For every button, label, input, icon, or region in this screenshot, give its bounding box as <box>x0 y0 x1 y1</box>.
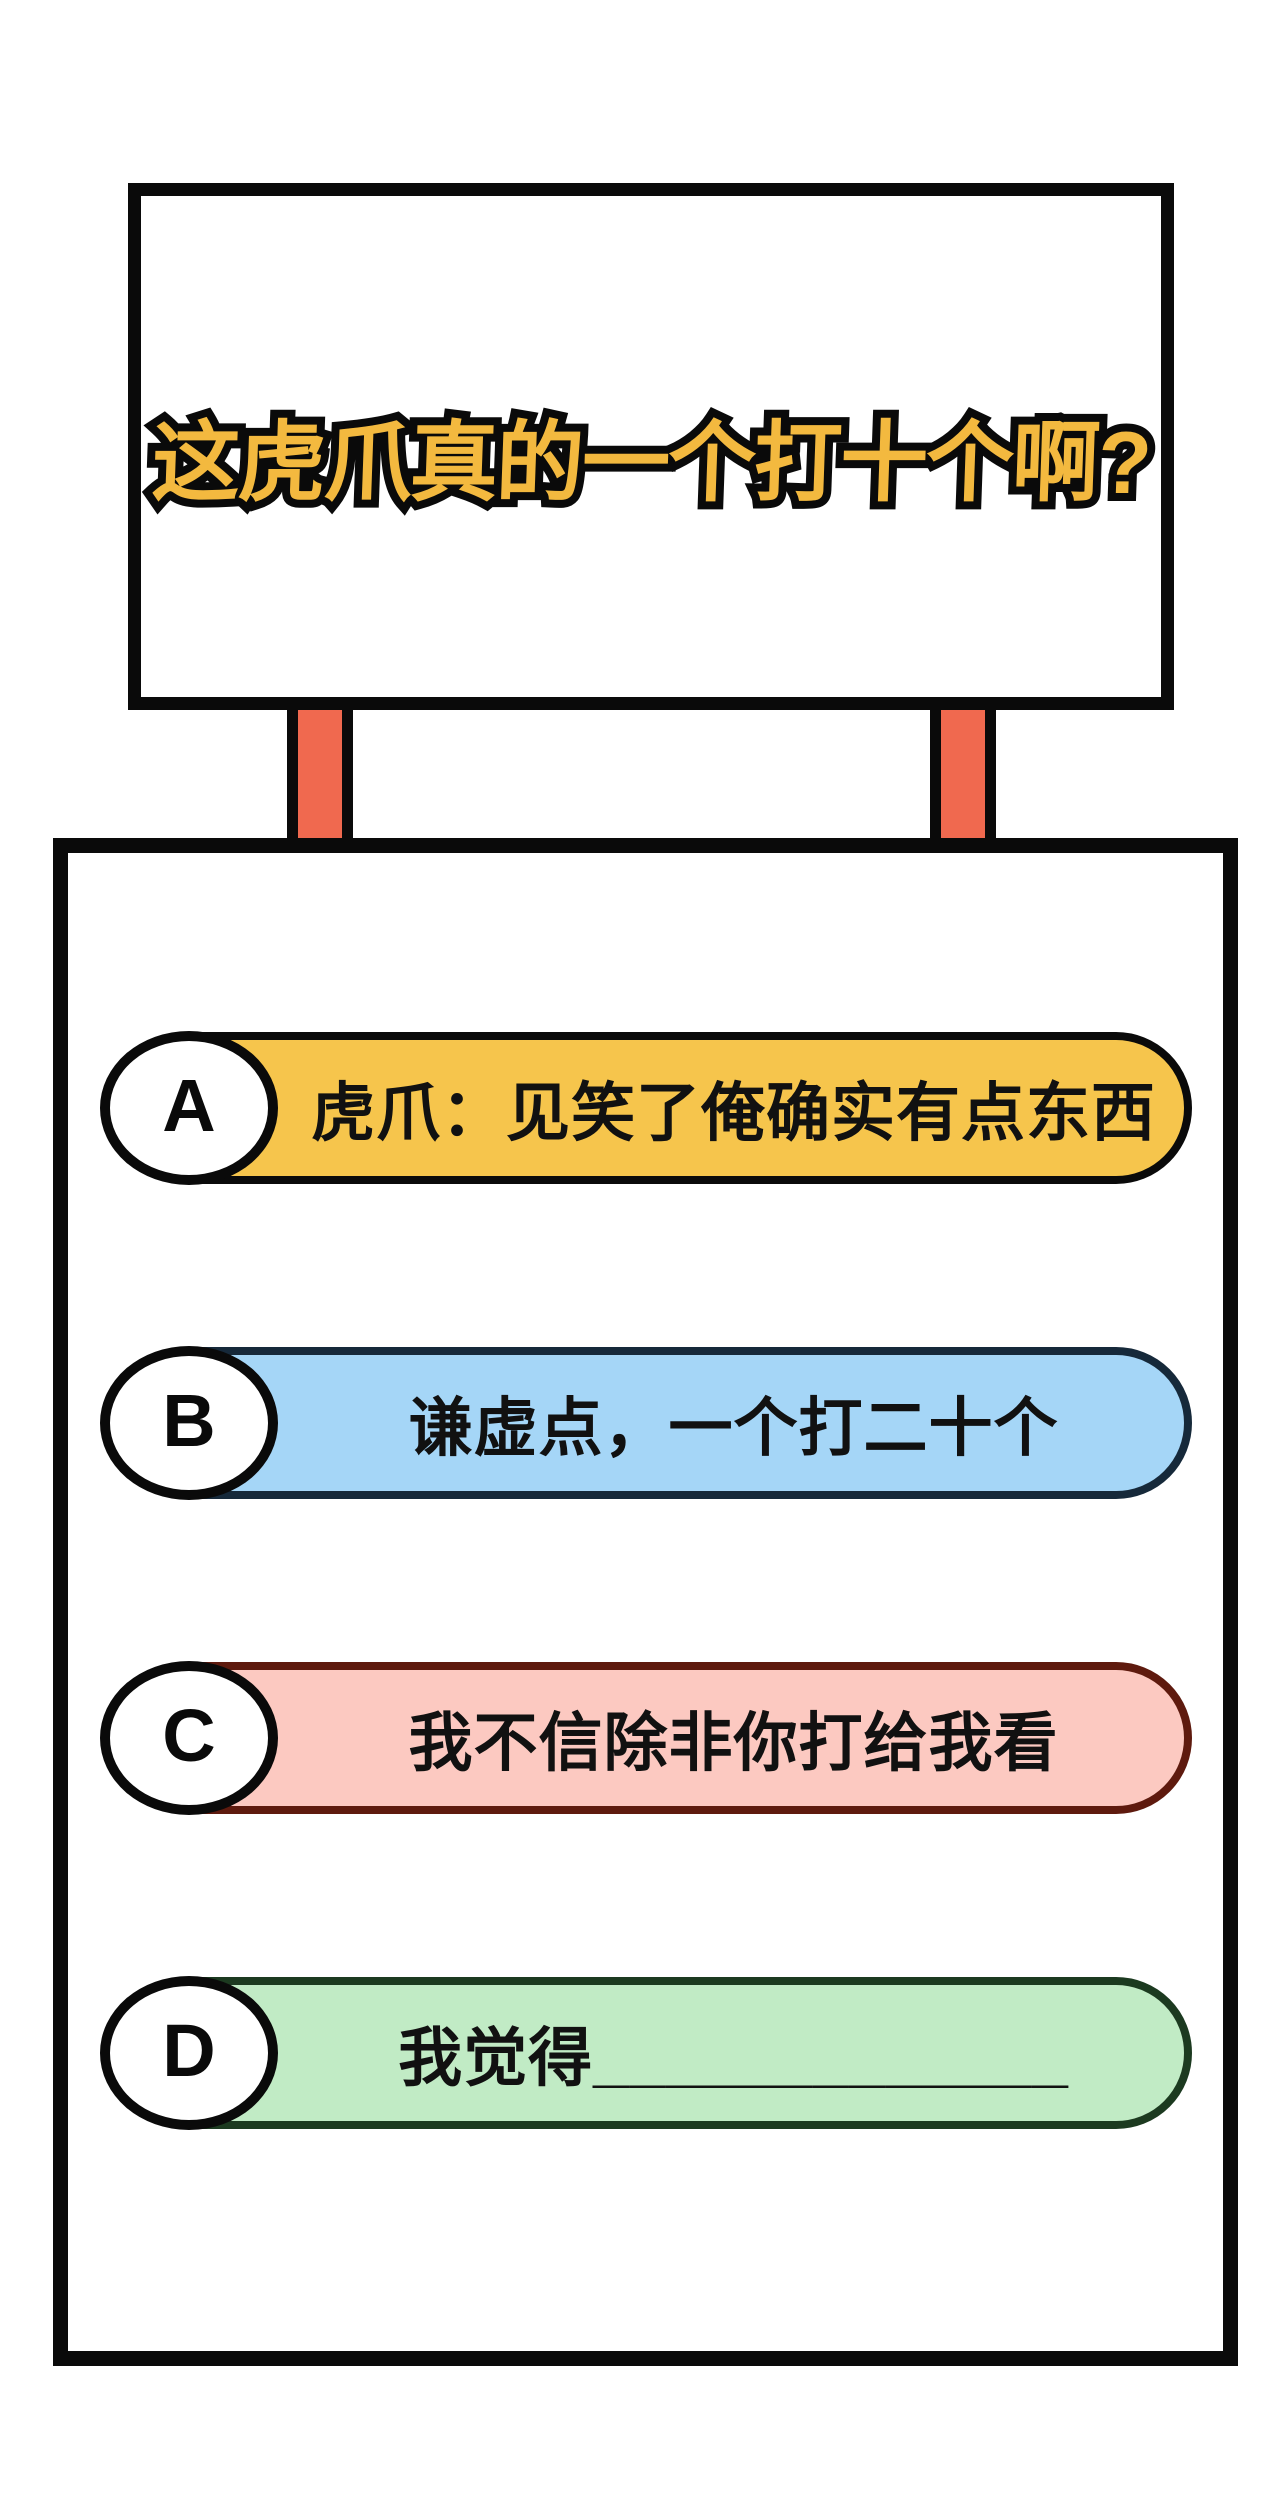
option-d-badge: D <box>100 1976 278 2130</box>
board-post-left <box>287 710 353 838</box>
option-c-letter: C <box>162 1694 216 1777</box>
option-d-letter: D <box>162 2009 216 2092</box>
option-d-label: 我觉得_____________ <box>398 2022 1069 2094</box>
question-board: 这虎爪真的一个打十个啊? 这虎爪真的一个打十个啊? <box>128 183 1174 710</box>
option-d-label-zone: 我觉得_____________ <box>291 1985 1176 2121</box>
option-a-letter: A <box>162 1064 216 1147</box>
option-c-badge: C <box>100 1661 278 1815</box>
option-b-badge: B <box>100 1346 278 1500</box>
option-d[interactable]: 我觉得_____________ <box>115 1977 1192 2129</box>
option-b-letter: B <box>162 1379 216 1462</box>
option-a-label-zone: 虎爪：见笑了俺确实有点东西 <box>291 1040 1176 1176</box>
question-title: 这虎爪真的一个打十个啊? 这虎爪真的一个打十个啊? <box>142 405 1159 520</box>
board-post-right <box>930 710 996 838</box>
question-title-text: 这虎爪真的一个打十个啊? <box>150 412 1152 512</box>
option-c[interactable]: 我不信除非你打给我看 <box>115 1662 1192 1814</box>
option-a-label: 虎爪：见笑了俺确实有点东西 <box>311 1077 1156 1149</box>
option-b-label-zone: 谦虚点，一个打二十个 <box>291 1355 1176 1491</box>
option-a-badge: A <box>100 1031 278 1185</box>
option-c-label: 我不信除非你打给我看 <box>408 1707 1059 1779</box>
option-c-label-zone: 我不信除非你打给我看 <box>291 1670 1176 1806</box>
option-b[interactable]: 谦虚点，一个打二十个 <box>115 1347 1192 1499</box>
option-b-label: 谦虚点，一个打二十个 <box>408 1392 1059 1464</box>
